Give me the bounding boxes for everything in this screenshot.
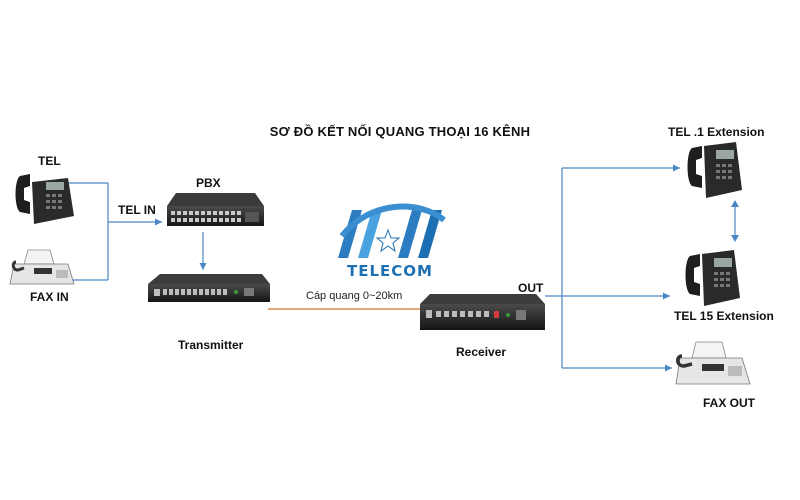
fax-in-label: FAX IN	[30, 290, 69, 304]
telecom-logo-text: TELECOM	[347, 262, 433, 280]
tel15-extension-phone-icon	[685, 250, 740, 306]
fax-out-icon	[675, 341, 751, 385]
tel15-extension-label: TEL 15 Extension	[674, 309, 774, 323]
fax-out-label: FAX OUT	[703, 396, 756, 410]
fiber-cable-label: Cáp quang 0~20km	[306, 290, 403, 302]
input-connectors	[68, 182, 207, 281]
pbx-device-icon	[167, 193, 264, 226]
tel-label: TEL	[38, 154, 61, 168]
output-connectors	[545, 164, 739, 372]
fax-in-icon	[9, 249, 75, 285]
tel1-extension-label: TEL .1 Extension	[668, 125, 765, 139]
transmitter-label: Transmitter	[178, 338, 244, 352]
out-label: OUT	[518, 281, 544, 295]
transmitter-device-icon	[148, 274, 270, 302]
tel-in-label: TEL IN	[118, 203, 156, 217]
tel-phone-icon	[15, 174, 74, 224]
receiver-label: Receiver	[456, 345, 507, 359]
pbx-label: PBX	[196, 176, 221, 190]
receiver-device-icon	[420, 294, 545, 330]
tel1-extension-phone-icon	[687, 142, 742, 198]
telecom-logo-icon	[338, 203, 446, 258]
diagram-title: SƠ ĐỒ KẾT NỐI QUANG THOẠI 16 KÊNH	[269, 124, 531, 139]
